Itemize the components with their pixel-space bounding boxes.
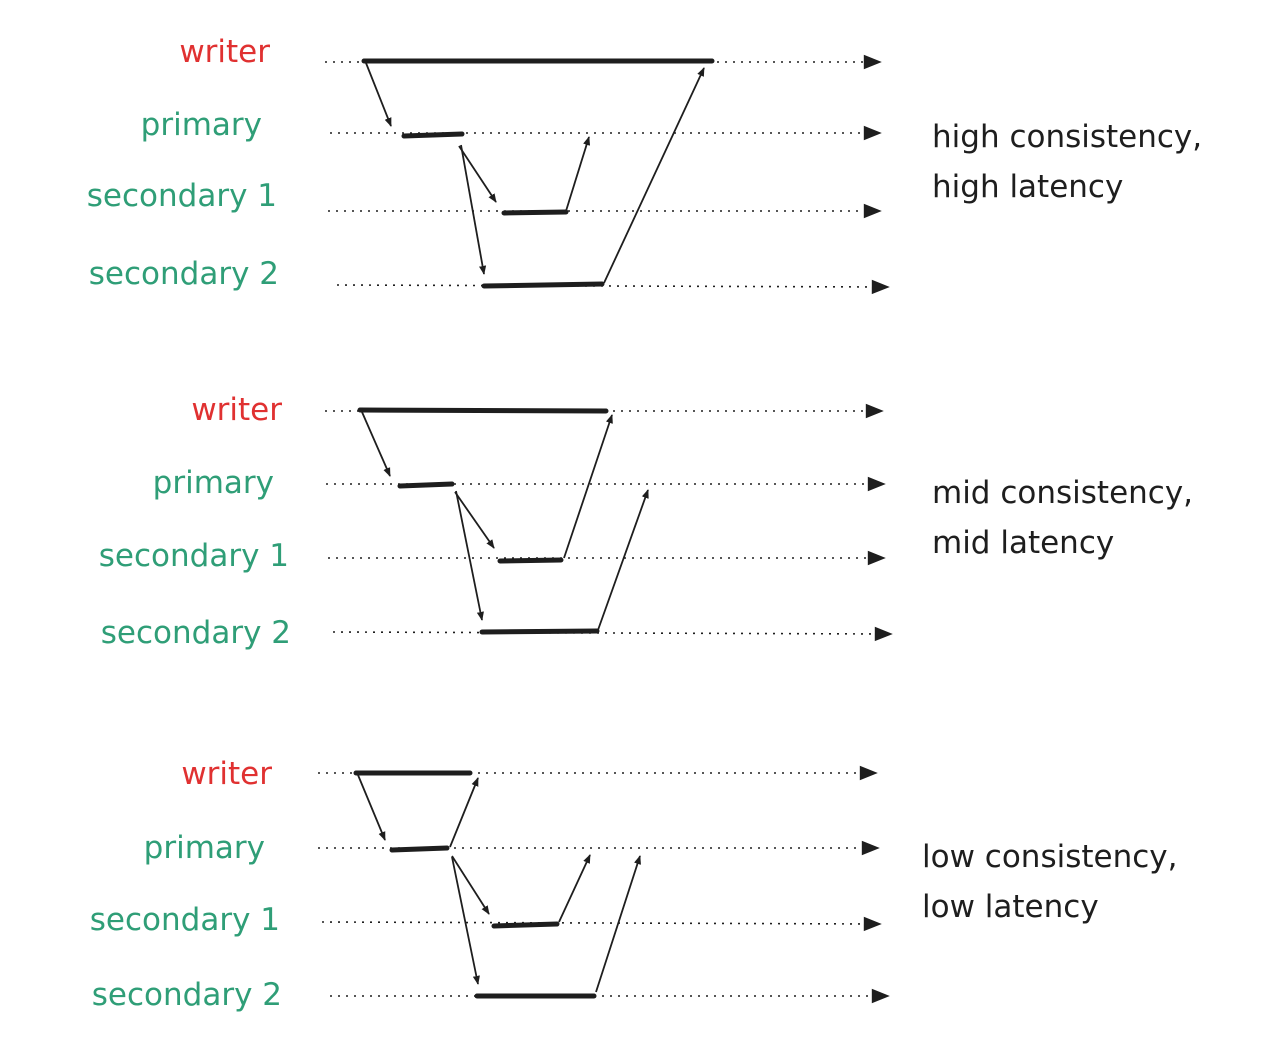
arrow-primary-to-secondary-1 [454,491,495,549]
bar-secondary-1 [491,921,560,929]
bar-primary [401,131,465,139]
label-secondary-2: secondary 2 [101,615,291,651]
panel-2: writer primary secondary 1 secondary 2 m… [99,392,1193,651]
arrow-primary-to-secondary-2 [460,144,487,275]
label-primary: primary [153,465,274,501]
arrow-writer-to-primary [365,62,392,127]
bar-writer [357,407,609,414]
label-writer: writer [181,756,272,792]
timeline-secondary-1 [321,916,882,932]
arrow-secondary-2-ack [595,855,641,993]
bar-secondary-2 [479,628,600,635]
caption-line-1: low consistency, [922,839,1177,875]
caption-line-1: mid consistency, [932,475,1193,511]
timeline-secondary-2 [336,279,890,295]
label-primary: primary [141,107,262,143]
arrow-secondary-2-ack [597,489,649,631]
arrow-secondary-1-ack [563,414,613,559]
arrow-secondary-2-ack [603,67,705,284]
label-writer: writer [191,392,282,428]
arrow-writer-to-primary [361,411,391,477]
bar-secondary-1 [501,209,569,216]
bar-secondary-2 [481,281,605,289]
arrow-writer-ack [449,777,479,848]
arrow-writer-to-primary [357,774,386,841]
arrow-secondary-1-ack [565,136,591,212]
label-secondary-1: secondary 1 [99,538,289,574]
caption-line-2: mid latency [932,525,1114,561]
arrow-secondary-1-ack [558,854,591,923]
label-secondary-2: secondary 2 [92,977,282,1013]
caption-line-2: low latency [922,889,1099,925]
panel-1: writer primary secondary 1 secondary 2 h… [87,34,1202,295]
arrow-primary-to-secondary-1 [451,855,490,915]
label-secondary-2: secondary 2 [89,256,279,292]
label-secondary-1: secondary 1 [87,178,277,214]
timeline-secondary-2 [332,626,893,642]
bar-primary [397,481,455,489]
arrow-primary-to-secondary-1 [458,145,497,203]
bar-secondary-1 [497,557,564,564]
label-primary: primary [144,830,265,866]
caption-line-2: high latency [932,169,1123,205]
caption-line-1: high consistency, [932,119,1202,155]
label-writer: writer [179,34,270,70]
panel-3: writer primary secondary 1 secondary 2 l… [90,756,1178,1013]
arrow-primary-to-secondary-2 [455,490,484,621]
arrow-primary-to-secondary-2 [451,856,480,985]
bar-primary [389,845,450,853]
label-secondary-1: secondary 1 [90,902,280,938]
